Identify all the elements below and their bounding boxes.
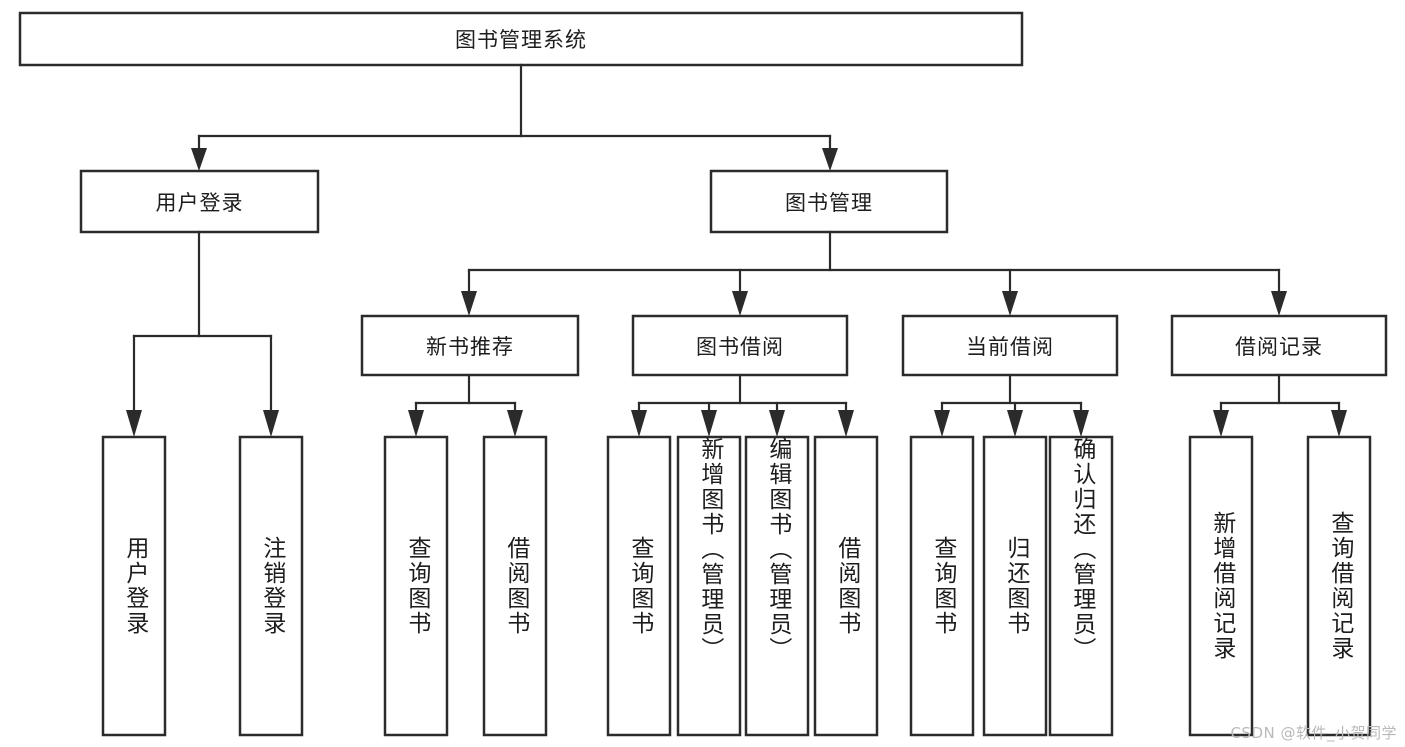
arrow-head-leaf-return-book — [1007, 410, 1023, 437]
arrow-head-leaf-query-borrow-record — [1331, 410, 1347, 437]
csdn-watermark: CSDN @软件_小贺同学 — [1230, 724, 1397, 742]
arrow-head-borrow-record — [1271, 291, 1287, 316]
arrow-head-leaf-borrow-book-2 — [838, 410, 854, 437]
node-box-leaf-return-book[interactable] — [982, 435, 1048, 737]
node-box-book-borrow[interactable] — [631, 314, 849, 377]
node-box-user-login[interactable] — [79, 169, 320, 234]
node-box-leaf-add-book[interactable] — [676, 435, 742, 737]
node-box-book-management[interactable] — [709, 169, 949, 234]
arrow-head-leaf-confirm-return — [1073, 410, 1089, 437]
node-box-leaf-query-borrow-record[interactable] — [1306, 435, 1372, 737]
node-box-leaf-edit-book[interactable] — [744, 435, 810, 737]
arrow-head-leaf-user-login — [126, 410, 142, 437]
arrow-head-leaf-add-borrow-record — [1213, 410, 1229, 437]
node-box-leaf-query-book-1[interactable] — [383, 435, 449, 737]
node-box-leaf-logout-login[interactable] — [238, 435, 304, 737]
arrow-head-new-book-recommend — [461, 291, 477, 316]
arrow-head-leaf-borrow-book-1 — [507, 410, 523, 437]
node-box-leaf-query-book-3[interactable] — [909, 435, 975, 737]
node-box-root[interactable] — [18, 11, 1024, 67]
node-box-leaf-confirm-return[interactable] — [1048, 435, 1114, 737]
arrow-head-leaf-add-book — [701, 410, 717, 437]
arrow-head-book-borrow — [732, 291, 748, 316]
node-box-leaf-query-book-2[interactable] — [606, 435, 672, 737]
arrow-head-book-management — [822, 148, 838, 171]
arrow-head-leaf-logout-login — [263, 410, 279, 437]
arrow-head-user-login — [191, 148, 207, 171]
node-box-leaf-borrow-book-2[interactable] — [813, 435, 879, 737]
node-box-leaf-user-login[interactable] — [101, 435, 167, 737]
arrow-head-current-borrow — [1002, 291, 1018, 316]
node-box-leaf-add-borrow-record[interactable] — [1188, 435, 1254, 737]
arrow-head-leaf-edit-book — [769, 410, 785, 437]
arrow-head-leaf-query-book-2 — [631, 410, 647, 437]
arrow-head-leaf-query-book-3 — [934, 410, 950, 437]
node-box-current-borrow[interactable] — [901, 314, 1119, 377]
arrow-head-leaf-query-book-1 — [408, 410, 424, 437]
node-box-borrow-record[interactable] — [1170, 314, 1388, 377]
node-box-new-book-recommend[interactable] — [360, 314, 580, 377]
node-box-leaf-borrow-book-1[interactable] — [482, 435, 548, 737]
